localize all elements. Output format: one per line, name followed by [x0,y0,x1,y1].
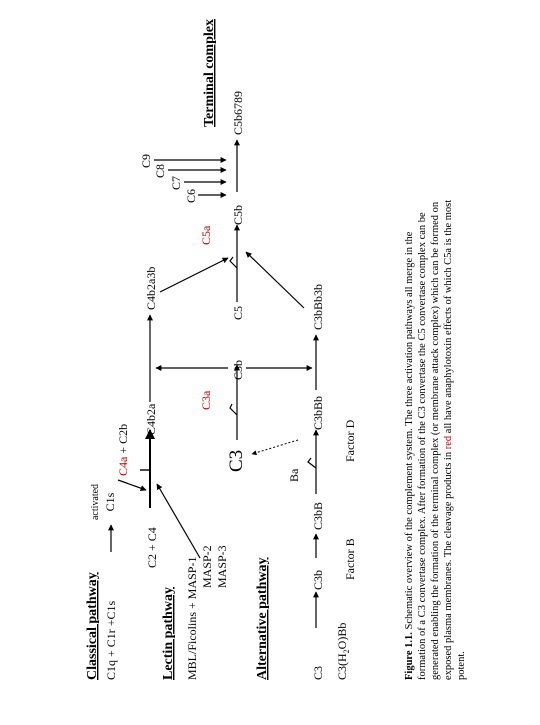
figure-caption: Figure 1.1. Schematic overview of the co… [404,200,467,680]
caption-line-3: generated enabling the formation of the … [430,201,441,680]
masp3-label: MASP-3 [215,545,229,588]
masp2-label: MASP-2 [200,545,214,588]
c5b6789-node: C5b6789 [231,91,245,135]
c5-node: C5 [231,306,245,320]
c8-label: C8 [153,164,167,178]
c3b-mid-node: C3b [231,360,245,380]
c6-label: C6 [184,189,198,203]
alt-c3-node: C3 [311,666,325,680]
c5a-product: C5a [199,225,213,245]
c5b-node: C5b [231,205,245,225]
c3bbb3b-to-c5-arrow [245,251,305,309]
rotated-diagram: Classical pathway Lectin pathway Alterna… [85,19,467,680]
alt-c3b-node: C3b [311,570,325,590]
c3bbb-to-c3-arrow [251,439,299,456]
c9-label: C9 [139,154,153,168]
activated-c1s: C1s [103,492,117,511]
ba-split [307,457,317,469]
lectin-reactants: MBL/Ficolins + MASP-1 [185,557,199,680]
caption-line-4: exposed plasma membranes. The cleavage p… [443,200,454,680]
c2-c4-label: C2 + C4 [145,527,159,568]
c4b2a3b-to-c5-arrow [159,257,229,293]
caption-line-5: potent. [456,651,467,680]
c3bbb3b-node: C3bBb3b [311,284,325,330]
c3bb-node: C3bB [311,502,325,530]
caption-line-1: Figure 1.1. Schematic overview of the co… [404,231,415,680]
c3a-product: C3a [199,390,213,410]
terminal-complex-heading: Terminal complex [202,19,217,127]
c3h2obb-node: C3(H2O)Bb [335,623,351,680]
alternative-pathway-heading: Alternative pathway [255,558,270,681]
ba-product: Ba [287,468,301,482]
factor-b-label: Factor B [343,538,357,580]
c3bbb-node: C3bBb [311,396,325,430]
c3a-split [229,403,238,416]
classical-pathway-heading: Classical pathway [85,572,100,680]
activated-label: activated [90,484,101,520]
activated-c1s-arrow [117,479,147,492]
c4b2a-node: C4b2a [144,403,158,435]
c5a-split [229,256,238,269]
caption-line-2: formation of a C3 convertase complex. Af… [417,212,428,680]
lectin-pathway-heading: Lectin pathway [161,587,176,680]
c3-large-node: C3 [226,450,247,472]
classical-reactants: C1q + C1r +C1s [104,600,118,680]
c4a-product: C4a + C2b [116,424,130,476]
factor-d-label: Factor D [343,419,357,462]
c7-label: C7 [169,176,183,190]
masp-arrow [156,483,201,559]
c4b2a3b-node: C4b2a3b [144,267,158,310]
